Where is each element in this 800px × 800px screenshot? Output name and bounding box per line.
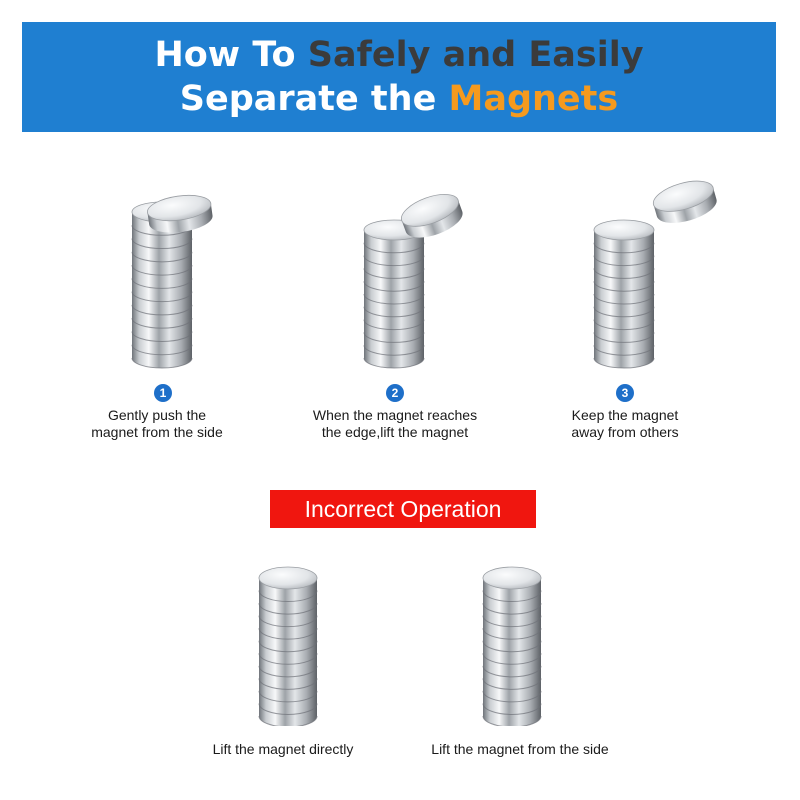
step-1-line-2: magnet from the side bbox=[91, 424, 223, 440]
magnet-seam bbox=[593, 345, 655, 356]
magnet-seam bbox=[593, 281, 655, 292]
magnet-stack-step-1 bbox=[131, 194, 213, 369]
step-2-line-1: When the magnet reaches bbox=[312, 407, 478, 423]
magnet-seam bbox=[593, 332, 655, 343]
magnet-seam bbox=[131, 318, 193, 329]
step-1-caption: Gently push the magnet from the side bbox=[47, 407, 267, 441]
step-3-line-1: Keep the magnet bbox=[571, 407, 679, 423]
magnet-seam bbox=[131, 291, 193, 303]
magnet-seam bbox=[593, 293, 655, 305]
magnet-stack-body bbox=[132, 212, 192, 368]
magnet-seam bbox=[363, 345, 425, 356]
magnet-seam bbox=[363, 319, 425, 331]
magnet-top-face bbox=[258, 566, 318, 590]
magnet-stack-lift-side bbox=[482, 566, 542, 726]
magnet-seam bbox=[258, 690, 318, 703]
magnet-stack-step-2 bbox=[363, 194, 463, 369]
magnet-seam bbox=[258, 703, 318, 715]
magnet-seam bbox=[363, 293, 425, 305]
step-1-line-1: Gently push the bbox=[107, 407, 207, 423]
step-3-caption: Keep the magnet away from others bbox=[515, 407, 735, 441]
magnet-seam bbox=[258, 653, 318, 665]
step-number-2: 2 bbox=[386, 384, 404, 402]
magnet-seam bbox=[482, 703, 542, 715]
magnet-seam bbox=[258, 665, 318, 678]
title-safely-easily: Safely and Easily bbox=[307, 35, 644, 75]
magnet-seam bbox=[593, 268, 655, 279]
magnet-seam bbox=[131, 238, 193, 250]
magnet-seam bbox=[131, 331, 193, 342]
magnet-seam bbox=[258, 628, 318, 640]
step-number-3: 3 bbox=[616, 384, 634, 402]
magnet-seam bbox=[258, 640, 318, 653]
magnet-top-face bbox=[593, 219, 655, 241]
magnet-seam bbox=[131, 278, 193, 289]
magnet-stack-body bbox=[594, 230, 654, 368]
step-2-caption: When the magnet reaches the edge,lift th… bbox=[285, 407, 505, 441]
magnet-seam bbox=[482, 590, 542, 603]
magnet-seam bbox=[593, 242, 655, 254]
magnet-seam bbox=[593, 306, 655, 318]
magnet-seam bbox=[363, 306, 425, 318]
magnet-seam bbox=[482, 665, 542, 678]
magnet-seam bbox=[363, 242, 425, 254]
magnet-seam bbox=[593, 357, 655, 369]
separated-magnet bbox=[652, 180, 717, 223]
magnet-seam bbox=[131, 344, 193, 356]
title-separate-the: Separate the bbox=[179, 79, 449, 119]
magnet-seam bbox=[482, 690, 542, 703]
magnet-seam bbox=[482, 628, 542, 640]
magnet-seam bbox=[258, 715, 318, 726]
magnet-seam bbox=[131, 265, 193, 276]
magnet-stack-step-3 bbox=[593, 180, 717, 369]
magnet-seam bbox=[482, 653, 542, 665]
magnet-seam bbox=[593, 255, 655, 267]
magnet-top-face bbox=[482, 566, 542, 590]
magnet-stack-lift-directly bbox=[258, 566, 318, 726]
title-magnets: Magnets bbox=[448, 79, 619, 119]
incorrect-caption-2: Lift the magnet from the side bbox=[431, 741, 609, 757]
magnet-seam bbox=[363, 357, 425, 369]
title-banner: How To Safely and Easily Separate the Ma… bbox=[22, 22, 776, 132]
incorrect-operation-label: Incorrect Operation bbox=[270, 490, 536, 528]
magnet-seam bbox=[363, 255, 425, 267]
magnet-stack-body bbox=[364, 230, 424, 368]
incorrect-caption-1: Lift the magnet directly bbox=[212, 741, 354, 757]
magnet-seam bbox=[593, 319, 655, 331]
magnet-seam bbox=[258, 678, 318, 690]
lifted-magnet bbox=[147, 194, 213, 233]
step-number-1: 1 bbox=[154, 384, 172, 402]
magnet-seam bbox=[482, 678, 542, 690]
step-2-line-2: the edge,lift the magnet bbox=[321, 424, 469, 440]
title-line-1: How To Safely and Easily bbox=[154, 33, 643, 77]
magnet-seam bbox=[482, 603, 542, 615]
tilted-magnet bbox=[401, 194, 463, 238]
title-how-to: How To bbox=[154, 35, 308, 75]
magnet-seam bbox=[482, 715, 542, 726]
magnet-seam bbox=[363, 268, 425, 279]
magnet-seam bbox=[131, 251, 193, 263]
magnet-seam bbox=[131, 304, 193, 316]
magnet-seam bbox=[482, 640, 542, 653]
magnet-seam bbox=[258, 603, 318, 615]
magnet-seam bbox=[363, 281, 425, 292]
title-line-2: Separate the Magnets bbox=[180, 77, 618, 121]
magnet-seam bbox=[363, 332, 425, 343]
step-3-line-2: away from others bbox=[571, 424, 679, 440]
magnet-seam bbox=[482, 615, 542, 628]
magnet-seam bbox=[131, 357, 193, 369]
magnet-seam bbox=[258, 615, 318, 628]
magnet-seam bbox=[258, 590, 318, 603]
